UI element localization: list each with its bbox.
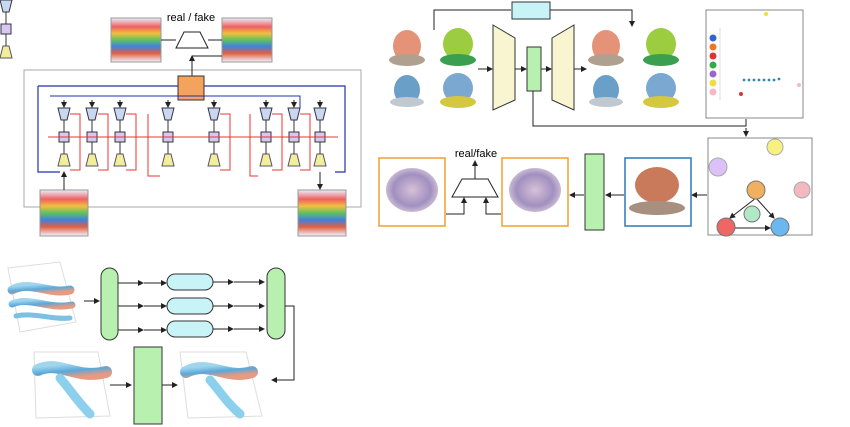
flow-encoder xyxy=(100,267,119,341)
render-network xyxy=(584,153,605,231)
skip-connections xyxy=(48,113,338,177)
latent-points xyxy=(742,77,781,82)
real-field-thumbnail xyxy=(110,17,162,63)
input-field-thumbnail xyxy=(39,189,89,237)
encoder-outputs xyxy=(118,280,144,333)
flow-pipeline-panel xyxy=(7,261,295,425)
latent-plot xyxy=(705,9,804,119)
fake-render xyxy=(509,168,561,212)
render-real-fake-label: real/fake xyxy=(455,148,497,160)
float-node-1 xyxy=(708,157,728,177)
latent-block-3 xyxy=(166,320,214,338)
real-render xyxy=(386,168,438,212)
graph-node-left xyxy=(716,217,736,237)
unet-bottleneck xyxy=(526,46,542,92)
graph-node-top xyxy=(746,180,766,200)
turbulence-gan-panel: real / fake xyxy=(0,0,362,237)
input-volumes xyxy=(389,28,476,108)
discriminator-trapezoid xyxy=(175,31,209,49)
target-flow-volume xyxy=(32,351,112,419)
input-flow-volume xyxy=(7,261,77,333)
float-node-3 xyxy=(793,181,811,199)
latent-block-1 xyxy=(166,273,214,291)
flow-decoder xyxy=(266,267,286,340)
unet-encoder xyxy=(492,24,516,111)
output-volumes xyxy=(588,28,679,108)
flow-network xyxy=(133,346,163,425)
render-discriminator xyxy=(451,178,499,198)
graph-node-center xyxy=(743,205,761,223)
volume-gan-panel: real/fake xyxy=(378,1,813,237)
float-node-2 xyxy=(766,138,784,156)
latent-block-2 xyxy=(166,297,214,315)
unet-decoder xyxy=(551,24,575,111)
arrows-down xyxy=(61,100,323,108)
latent-arrows xyxy=(144,279,265,333)
condition-block xyxy=(511,1,551,20)
palette-legend xyxy=(709,34,717,96)
input-render xyxy=(635,167,679,203)
output-flow-volume xyxy=(179,351,263,419)
graph-edges xyxy=(729,197,775,231)
output-field-thumbnail xyxy=(297,189,347,237)
generator-columns xyxy=(0,0,327,167)
graph-node-right xyxy=(770,217,790,237)
fake-field-thumbnail xyxy=(221,17,273,63)
real-fake-label: real / fake xyxy=(167,12,215,24)
